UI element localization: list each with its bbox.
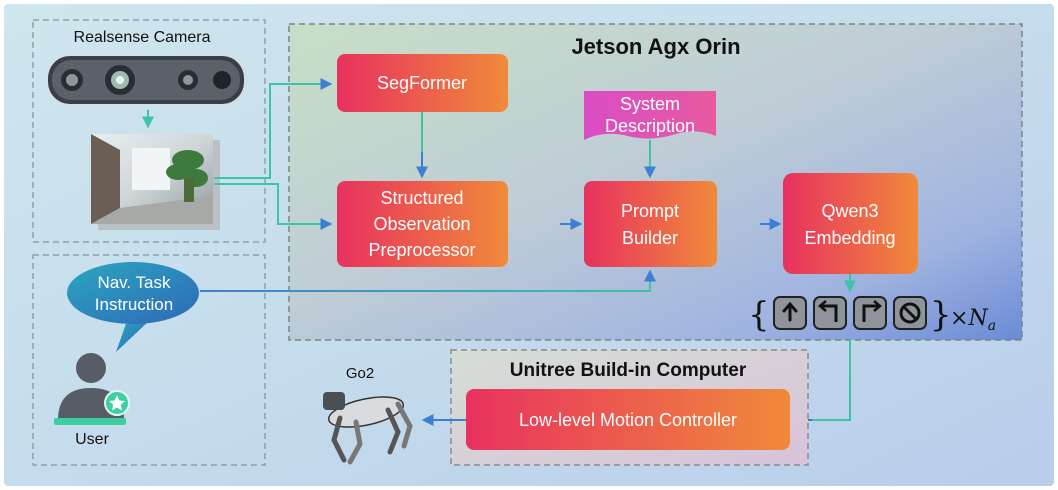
user-label: User bbox=[75, 431, 109, 448]
prompt-builder-block bbox=[584, 181, 717, 267]
actions-to-controller-line bbox=[796, 340, 851, 421]
system-description-line-1: System bbox=[620, 94, 680, 114]
qwen3-embedding-block bbox=[783, 173, 918, 274]
segformer-block bbox=[337, 54, 508, 112]
motion-controller-block bbox=[466, 389, 790, 450]
bubble-line-2: Instruction bbox=[95, 295, 173, 314]
multiplier-subscript: a bbox=[988, 318, 996, 334]
action-stop-icon bbox=[893, 296, 927, 330]
image-to-sop-arrow bbox=[214, 183, 333, 230]
jetson-title: Jetson Agx Orin bbox=[571, 34, 740, 59]
sop-block bbox=[337, 181, 508, 267]
image-to-segformer-arrow bbox=[214, 78, 333, 179]
user-panel bbox=[32, 254, 266, 466]
robot-label: Go2 bbox=[346, 365, 374, 382]
qwen3-line-1: Qwen3 bbox=[821, 201, 878, 221]
instruction-to-prompt-arrow bbox=[200, 269, 656, 292]
qwen3-line-2: Embedding bbox=[804, 228, 895, 248]
star-badge-icon bbox=[104, 390, 130, 416]
speech-bubble bbox=[67, 262, 199, 352]
sop-label-line-3: Preprocessor bbox=[368, 240, 475, 260]
system-description-block bbox=[584, 91, 716, 140]
prompt-builder-line-2: Builder bbox=[622, 228, 678, 248]
multiplier-prefix: × bbox=[950, 306, 968, 331]
action-turn-right-icon bbox=[853, 296, 887, 330]
action-brace-right: } bbox=[930, 295, 952, 335]
system-description-line-2: Description bbox=[605, 116, 695, 136]
camera-label: Realsense Camera bbox=[74, 29, 211, 46]
unitree-title: Unitree Build-in Computer bbox=[510, 360, 747, 381]
sop-label-line-2: Observation bbox=[373, 214, 470, 234]
action-brace-left: { bbox=[748, 295, 770, 335]
realsense-camera-icon bbox=[48, 56, 244, 104]
camera-image bbox=[91, 134, 220, 230]
motion-controller-label: Low-level Motion Controller bbox=[519, 410, 737, 430]
go2-robot-icon bbox=[323, 392, 413, 465]
action-forward-icon bbox=[773, 296, 807, 330]
segformer-label: SegFormer bbox=[377, 73, 467, 93]
action-multiplier: ×Na bbox=[950, 306, 996, 334]
sop-label-line-1: Structured bbox=[380, 188, 463, 208]
action-turn-left-icon bbox=[813, 296, 847, 330]
bubble-line-1: Nav. Task bbox=[97, 273, 171, 292]
multiplier-symbol: N bbox=[967, 306, 988, 331]
camera-panel bbox=[32, 19, 266, 243]
prompt-builder-line-1: Prompt bbox=[621, 201, 679, 221]
